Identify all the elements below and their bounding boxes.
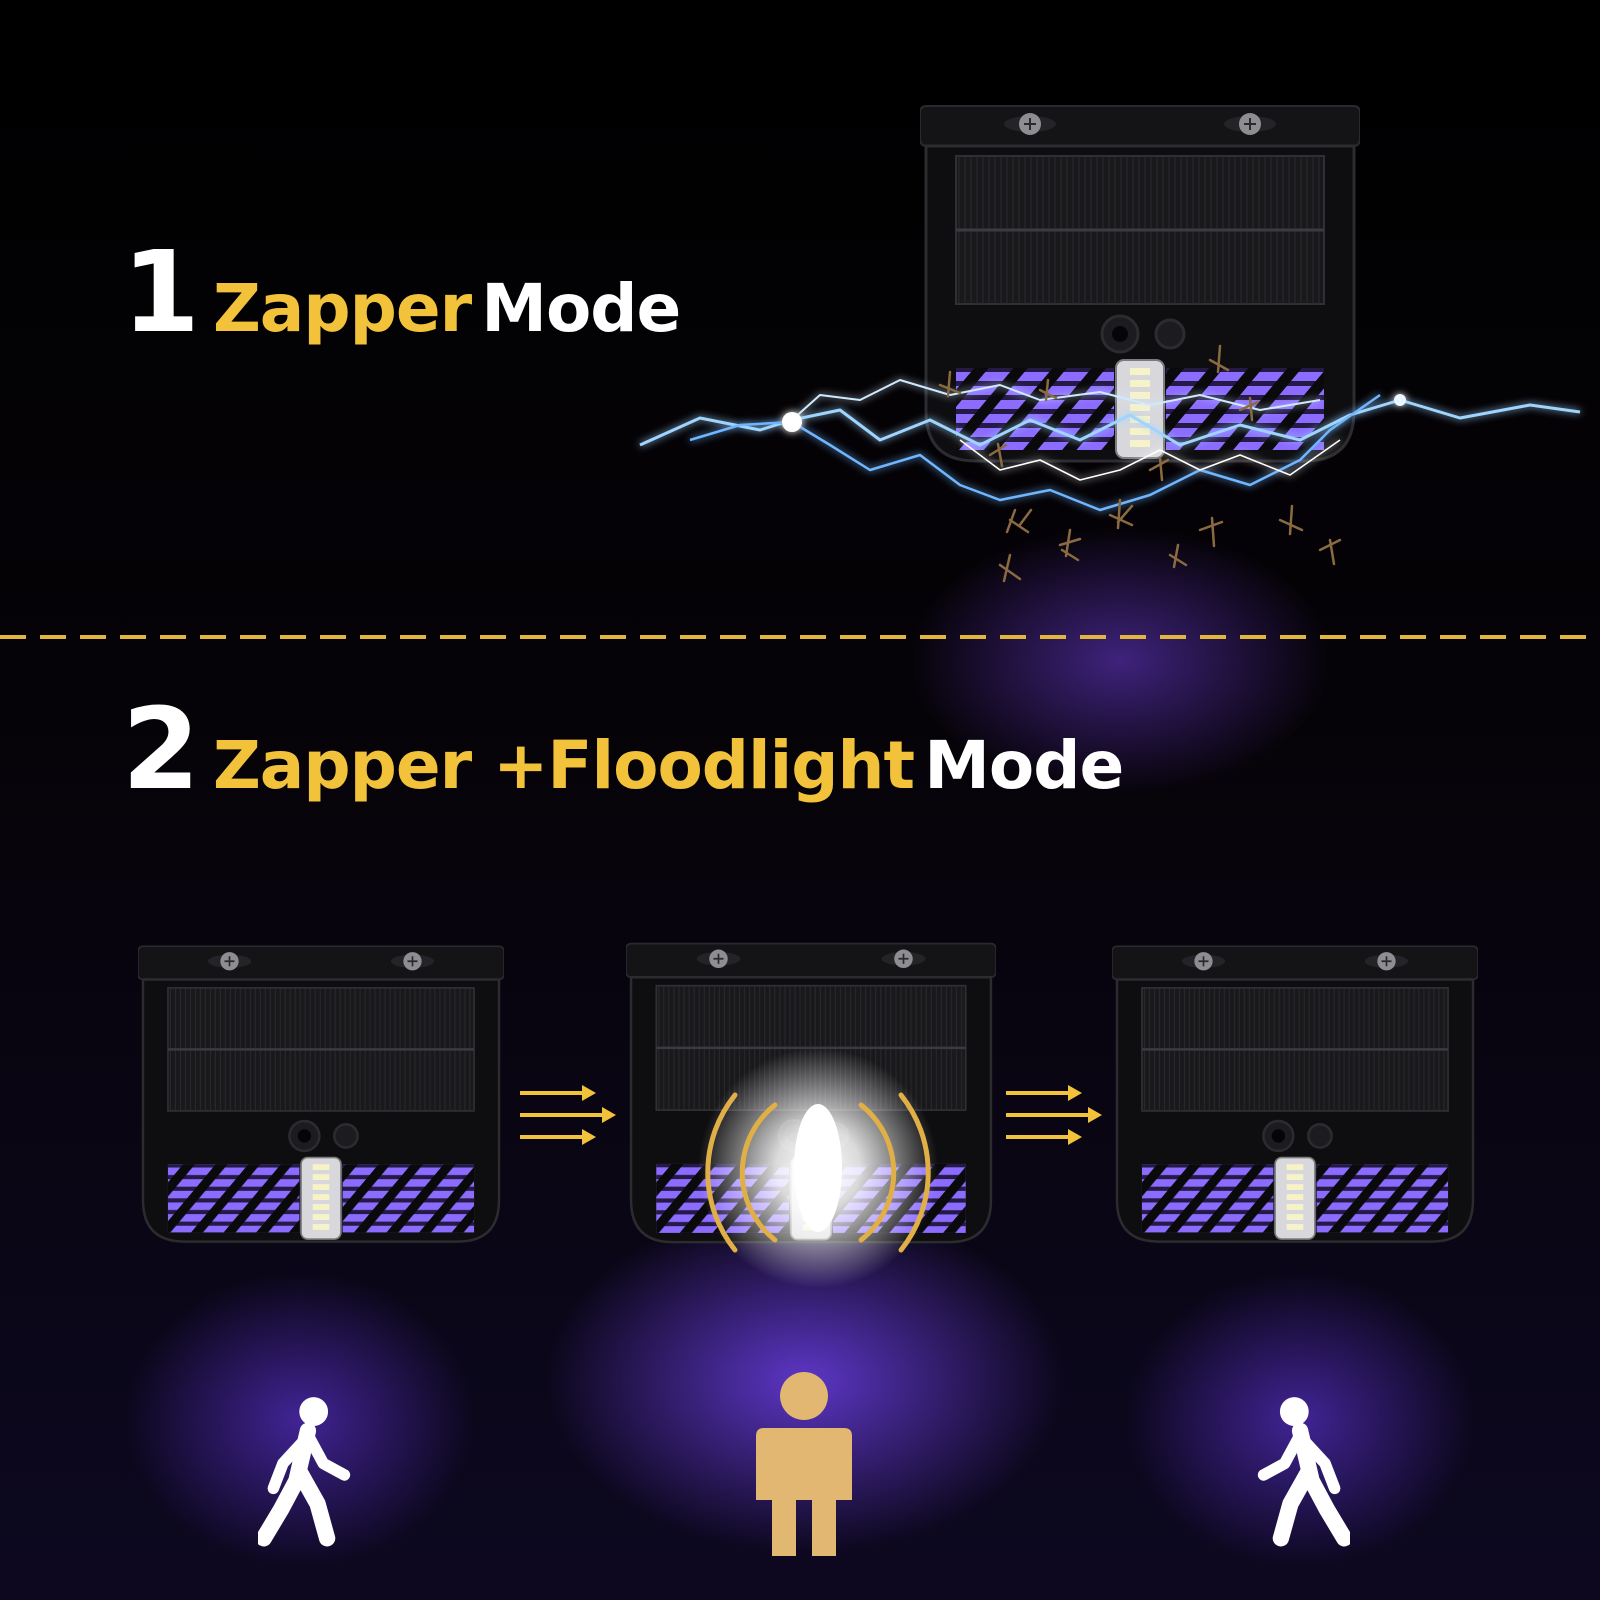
- mode-2-number: 2: [122, 685, 200, 815]
- mode-2-label: Mode: [924, 727, 1124, 804]
- mosquito-swarm: [938, 344, 1342, 583]
- lightning-arcs: [639, 379, 1581, 512]
- arrow-right-icon: [520, 1085, 618, 1145]
- walking-person-icon: [1264, 1397, 1345, 1538]
- motion-wave-icon: [705, 1092, 931, 1253]
- zapper-lamp-left: [138, 944, 504, 1244]
- mode-1-number: 1: [122, 228, 200, 358]
- mode-2-highlight: Zapper +Floodlight: [212, 727, 915, 804]
- zapper-lamp-top: [920, 104, 1360, 463]
- arrow-right-icon: [1006, 1085, 1104, 1145]
- zapper-lamp-right: [1112, 944, 1478, 1244]
- walking-person-icon: [264, 1397, 345, 1538]
- mode-1-highlight: Zapper: [212, 270, 472, 347]
- floodlight-beam: [698, 1048, 938, 1288]
- standing-person-icon: [756, 1372, 852, 1556]
- mode-1-label: Mode: [481, 270, 681, 347]
